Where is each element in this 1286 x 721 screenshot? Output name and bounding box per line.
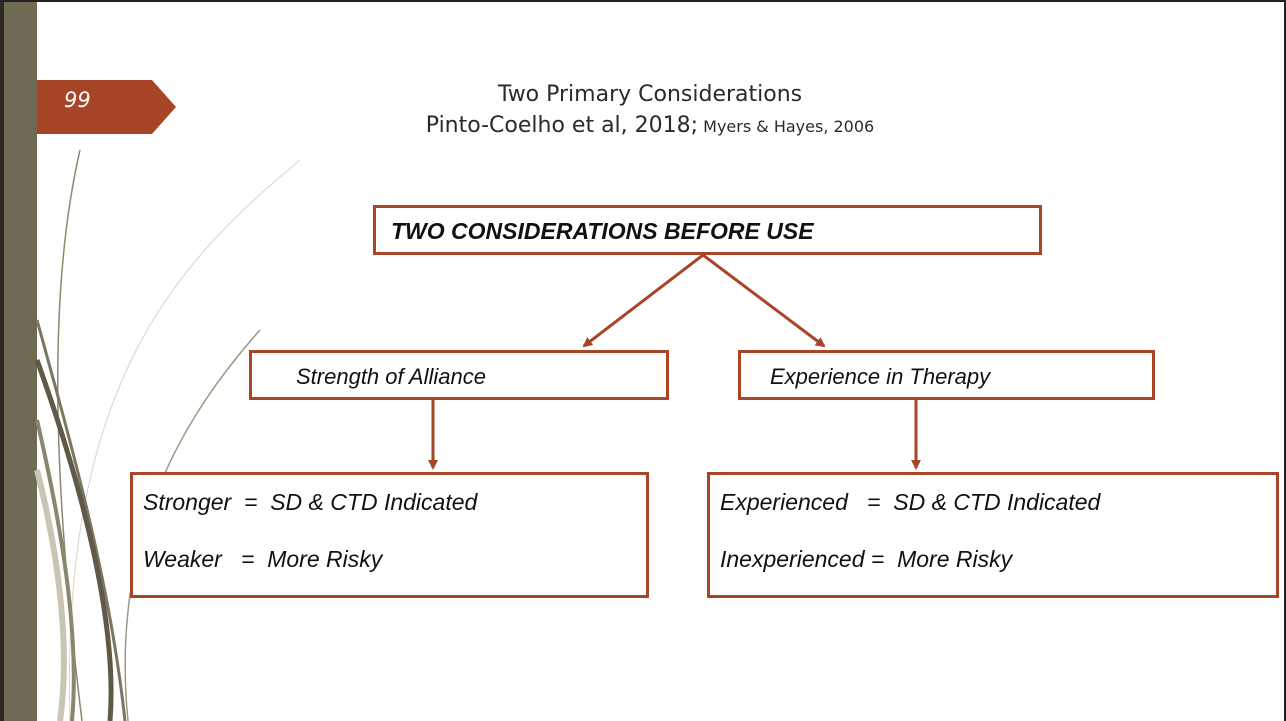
left-sidebar-edge: [0, 0, 4, 721]
page-number-tab: [37, 80, 176, 134]
alliance-outcomes-box: Stronger = SD & CTD Indicated Weaker = M…: [130, 472, 649, 598]
title-line-1: Two Primary Considerations: [497, 82, 803, 107]
experience-outcomes-box: Experienced = SD & CTD Indicated Inexper…: [707, 472, 1279, 598]
alliance-outcome-stronger: Stronger = SD & CTD Indicated: [143, 489, 478, 515]
root-consideration-box: TWO CONSIDERATIONS BEFORE USE: [373, 205, 1042, 255]
connector-root-to-right: [702, 253, 826, 348]
experience-in-therapy-box: Experience in Therapy: [738, 350, 1155, 400]
experience-outcome-inexperienced: Inexperienced = More Risky: [720, 546, 1013, 572]
citation-secondary: Myers & Hayes, 2006: [698, 117, 875, 136]
top-border: [0, 0, 1286, 2]
citation-primary: Pinto-Coelho et al, 2018;: [425, 113, 699, 138]
slide-title: Two Primary Considerations Pinto-Coelho …: [300, 80, 1000, 143]
strength-of-alliance-box: Strength of Alliance: [249, 350, 669, 400]
title-citation: Pinto-Coelho et al, 2018; Myers & Hayes,…: [300, 110, 1000, 143]
left-sidebar-band: [0, 0, 37, 721]
connector-root-to-left: [582, 253, 704, 348]
page-number: 99: [64, 88, 91, 112]
alliance-outcome-weaker: Weaker = More Risky: [143, 546, 383, 572]
right-border: [1284, 0, 1286, 721]
experience-outcome-experienced: Experienced = SD & CTD Indicated: [720, 489, 1101, 515]
